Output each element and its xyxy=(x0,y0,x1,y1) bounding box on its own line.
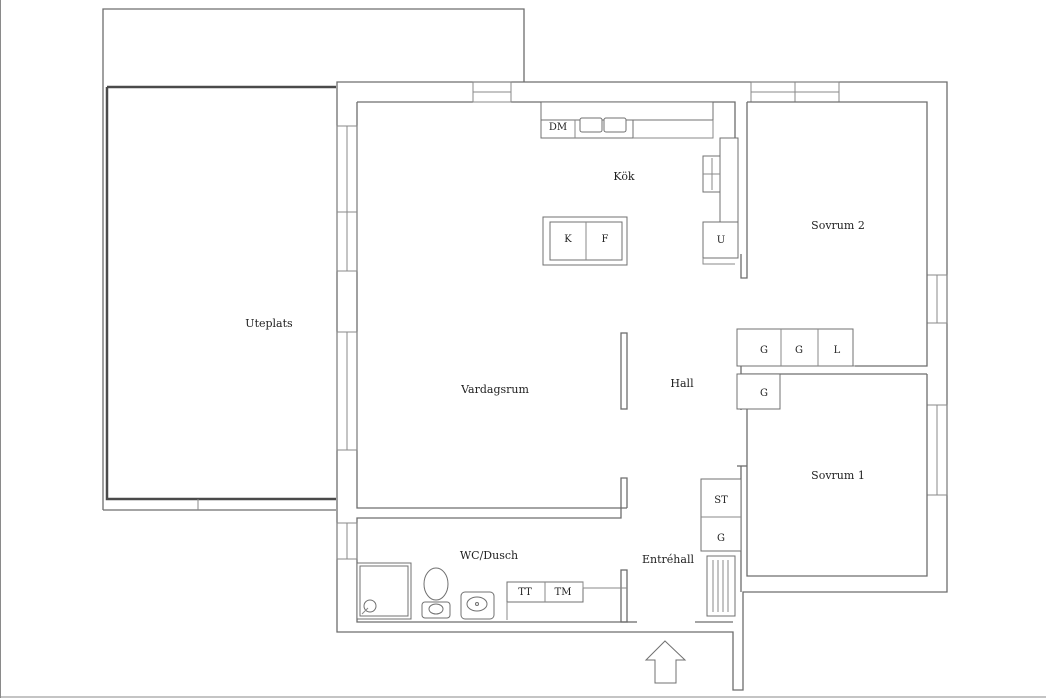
washer-dryer-units xyxy=(506,581,627,620)
kitchen-counter xyxy=(540,101,714,139)
shower-icon xyxy=(356,562,412,620)
room-label-vardagsrum: Vardagsrum xyxy=(460,383,529,396)
fixture-label-g1: G xyxy=(760,345,768,356)
fixture-label-st: ST xyxy=(714,495,728,506)
radiator-icon xyxy=(706,555,736,617)
hall-partition xyxy=(620,332,628,410)
fixture-label-l: L xyxy=(834,345,841,356)
wardrobes xyxy=(700,328,854,552)
windows xyxy=(336,81,948,560)
sink-icon xyxy=(460,591,495,620)
fixture-label-g2: G xyxy=(795,345,803,356)
toilet-icon xyxy=(421,567,451,619)
fixture-label-g3: G xyxy=(760,388,768,399)
room-label-sovrum1: Sovrum 1 xyxy=(811,469,865,482)
arrow-up-icon xyxy=(644,640,687,684)
terrace xyxy=(102,8,525,511)
fixture-label-u: U xyxy=(717,235,725,246)
fixture-label-tt: TT xyxy=(518,587,532,598)
kitchen-island xyxy=(542,216,628,266)
entrance-partition xyxy=(620,569,628,623)
fixture-label-tm: TM xyxy=(555,587,572,598)
fixture-label-g4: G xyxy=(717,533,725,544)
room-label-kok: Kök xyxy=(613,170,635,183)
kitchen-side-units xyxy=(702,137,739,265)
fixture-label-f: F xyxy=(602,234,609,245)
fixture-label-dm: DM xyxy=(549,122,567,133)
room-label-uteplats: Uteplats xyxy=(245,317,293,330)
room-label-sovrum2: Sovrum 2 xyxy=(811,219,865,232)
room-label-entre: Entréhall xyxy=(642,553,694,566)
room-label-wc: WC/Dusch xyxy=(460,549,518,562)
fixture-label-k: K xyxy=(564,234,572,245)
room-label-hall: Hall xyxy=(670,377,694,390)
exterior-walls xyxy=(336,81,948,691)
